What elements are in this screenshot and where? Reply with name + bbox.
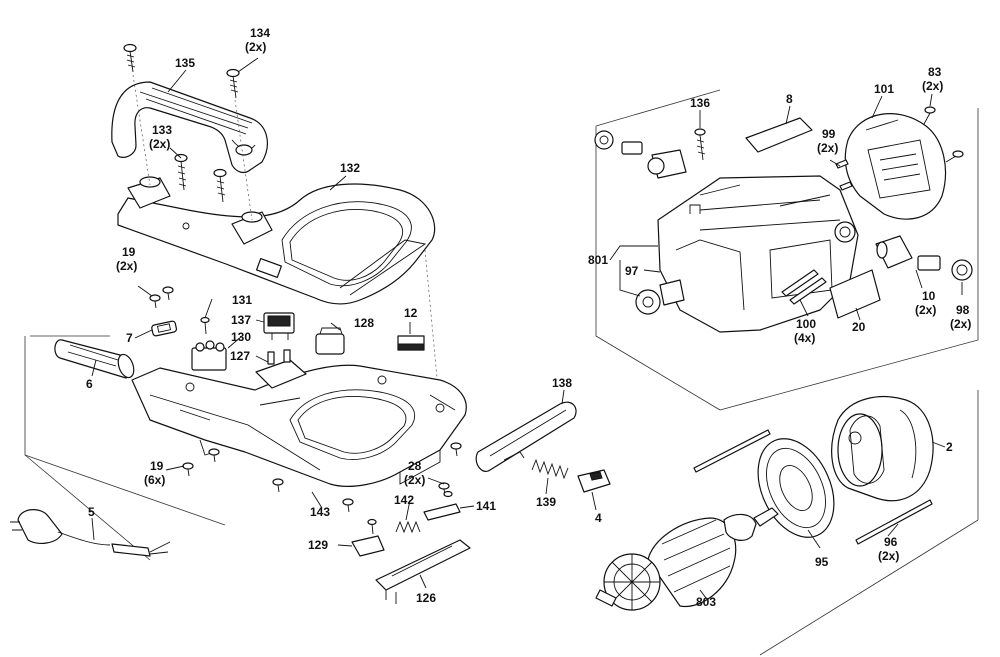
spring-139 [531, 458, 569, 480]
armature-803 [595, 507, 779, 611]
label-96: 96 [884, 535, 898, 549]
brushholder-10 [875, 235, 941, 271]
label-95: 95 [815, 555, 829, 569]
cap-101 [844, 113, 947, 220]
label-2: 2 [946, 440, 953, 454]
part-labels: 134 (2x) 135 133 (2x) 132 19 (2x) 131 13… [86, 26, 971, 609]
screw-133-a [174, 153, 188, 191]
label-5: 5 [88, 505, 95, 519]
stator-2 [831, 396, 934, 502]
label-83-qty: (2x) [922, 79, 943, 93]
base-plate-132 [117, 74, 441, 411]
bolts-96 [693, 429, 933, 545]
label-100-qty: (4x) [794, 331, 815, 345]
label-133: 133 [152, 123, 172, 137]
brush-12 [397, 335, 425, 351]
screw-134-left [123, 43, 137, 73]
label-131: 131 [232, 293, 252, 307]
switch-137 [263, 312, 295, 340]
label-136: 136 [690, 96, 710, 110]
label-132: 132 [340, 161, 360, 175]
frame-lines [24, 89, 979, 656]
label-137: 137 [231, 313, 251, 327]
cap-98 [951, 259, 973, 281]
label-4: 4 [595, 511, 602, 525]
label-28: 28 [408, 459, 422, 473]
label-8 [745, 117, 813, 153]
label-129: 129 [308, 538, 328, 552]
pins-99 [835, 159, 853, 191]
label-6: 6 [86, 377, 93, 391]
label-10: 10 [922, 289, 936, 303]
label-19b: 19 [150, 459, 164, 473]
screw-131 [200, 316, 210, 335]
label-10-qty: (2x) [915, 303, 936, 317]
spring-142 [395, 520, 421, 534]
label-19a-qty: (2x) [116, 259, 137, 273]
board-127 [255, 349, 307, 389]
label-134-qty: (2x) [245, 40, 266, 54]
label-142: 142 [394, 493, 414, 507]
screw-133-b [213, 168, 227, 203]
rods-100 [781, 269, 827, 305]
label-20: 20 [852, 320, 866, 334]
label-139: 139 [536, 495, 556, 509]
label-19a: 19 [122, 245, 136, 259]
screws-19-bottom [182, 442, 462, 513]
terminal-130 [191, 340, 227, 371]
label-134: 134 [250, 26, 270, 40]
label-135: 135 [175, 56, 195, 70]
label-7: 7 [126, 331, 133, 345]
screws-83 [923, 106, 964, 163]
label-19b-qty: (6x) [144, 473, 165, 487]
part-128 [315, 327, 345, 355]
label-98-qty: (2x) [950, 317, 971, 331]
label-97: 97 [625, 264, 639, 278]
label-98: 98 [956, 303, 970, 317]
label-143: 143 [310, 505, 330, 519]
bearing-97 [594, 130, 687, 315]
label-99-qty: (2x) [817, 141, 838, 155]
label-133-qty: (2x) [149, 137, 170, 151]
label-130: 130 [231, 330, 251, 344]
part-129 [351, 518, 385, 557]
label-141: 141 [476, 499, 496, 513]
screw-136 [694, 128, 706, 161]
label-138: 138 [552, 376, 572, 390]
cord-5 [10, 509, 171, 557]
screws-19-top [149, 286, 174, 309]
part-141 [423, 490, 461, 521]
label-127: 127 [230, 349, 250, 363]
motor-housing-801 [657, 175, 859, 333]
label-801: 801 [588, 253, 608, 267]
screw-134-right [226, 68, 240, 99]
leader-lines [91, 57, 963, 599]
label-99: 99 [822, 127, 836, 141]
label-803: 803 [696, 595, 716, 609]
label-20 [829, 269, 881, 319]
grip-6 [54, 339, 135, 379]
rod-138 [475, 401, 577, 472]
label-96-qty: (2x) [878, 549, 899, 563]
label-83: 83 [928, 65, 942, 79]
label-12: 12 [404, 306, 418, 320]
label-100: 100 [796, 317, 816, 331]
part-4 [577, 469, 611, 493]
handle-135 [111, 81, 268, 174]
slider-126 [375, 539, 471, 604]
label-126: 126 [416, 591, 436, 605]
label-101: 101 [874, 82, 894, 96]
label-8: 8 [786, 92, 793, 106]
label-28-qty: (2x) [404, 473, 425, 487]
label-128: 128 [354, 316, 374, 330]
part-7 [151, 320, 178, 337]
